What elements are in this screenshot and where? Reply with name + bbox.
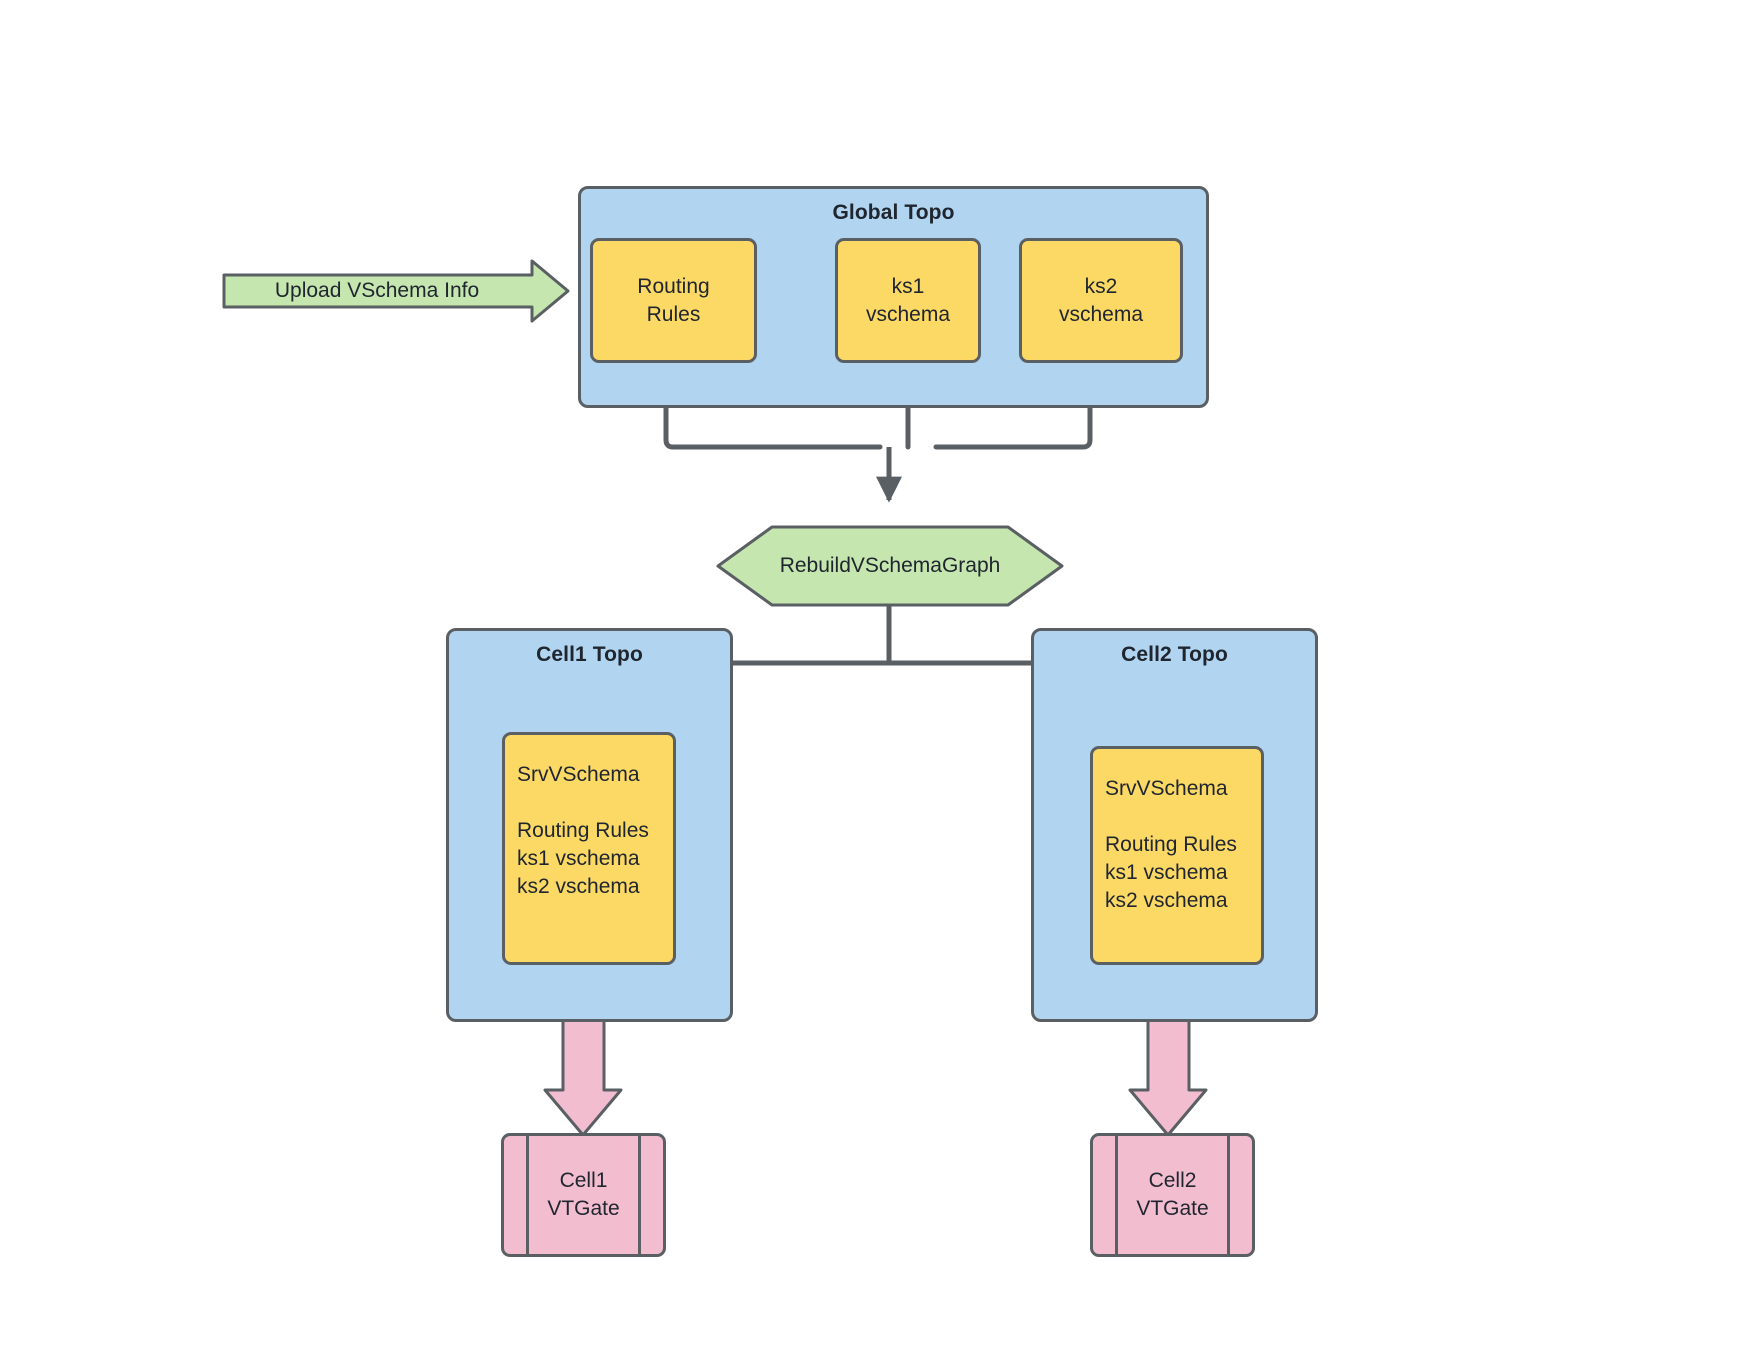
cell1-srvvschema-box[interactable]: SrvVSchema Routing Rules ks1 vschema ks2… [502,732,676,965]
cell1-vtgate-label: Cell1 VTGate [547,1168,620,1220]
global-topo-ks2-vschema-box[interactable]: ks2 vschema [1019,238,1183,363]
global-topo-routing-rules-box[interactable]: Routing Rules [590,238,757,363]
cell2-srvvschema-text: SrvVSchema Routing Rules ks1 vschema ks2… [1105,777,1237,912]
cell2-vtgate-node[interactable]: Cell2 VTGate [1090,1133,1255,1257]
cell2-vtgate-label: Cell2 VTGate [1136,1168,1209,1220]
global-topo-title: Global Topo [832,201,955,224]
cell2-srvvschema-box[interactable]: SrvVSchema Routing Rules ks1 vschema ks2… [1090,746,1264,965]
rebuild-vschema-graph-label: RebuildVSchemaGraph [779,554,1001,577]
cell1-vtgate-node[interactable]: Cell1 VTGate [501,1133,666,1257]
upload-vschema-arrow-icon [222,259,570,323]
cell1-topo-title: Cell1 Topo [536,643,643,666]
routing-rules-label: Routing Rules [637,274,710,326]
ks1-vschema-label: ks1 vschema [865,274,951,326]
hexagon-shape-icon [716,525,1064,607]
ks2-vschema-label: ks2 vschema [1058,274,1144,326]
cell1-srvvschema-text: SrvVSchema Routing Rules ks1 vschema ks2… [517,763,649,898]
upload-vschema-callout[interactable]: Upload VSchema Info [222,258,570,324]
rebuild-vschema-graph-node[interactable]: RebuildVSchemaGraph [715,525,1065,607]
cell2-topo-title: Cell2 Topo [1121,643,1228,666]
upload-vschema-label: Upload VSchema Info [274,279,480,302]
global-topo-ks1-vschema-box[interactable]: ks1 vschema [835,238,981,363]
